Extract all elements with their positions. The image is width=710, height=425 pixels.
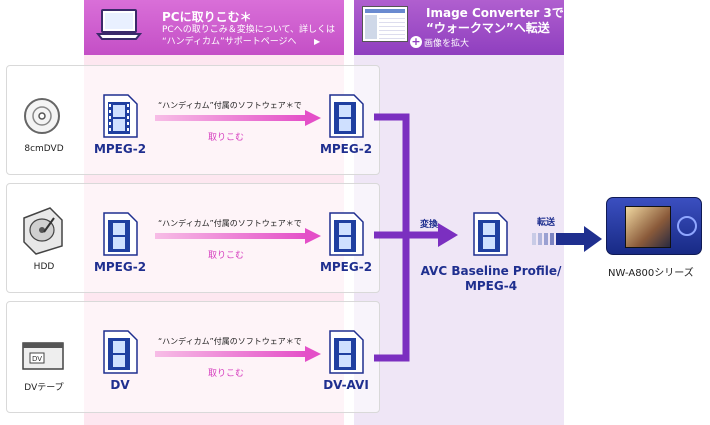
device-label-8cmdvd: 8cmDVD [24,144,64,154]
src-format-row1: MPEG-2 [93,142,147,156]
zoom-image-link[interactable]: 画像を拡大 [424,39,470,49]
software-label-row3: “ハンディカム”付属のソフトウェア＊で [158,337,302,346]
support-page-link[interactable]: “ハンディカム”サポートページへ [162,37,297,47]
link-arrow-icon: ▶ [314,37,321,46]
dv-tape-icon: DV [22,342,64,370]
import-arrow-row3 [155,346,321,362]
video-file-icon [329,94,364,138]
video-file-icon [103,94,138,138]
svg-text:DV: DV [32,355,42,363]
zoom-plus-icon[interactable]: + [410,35,422,48]
convert-label: 変換 [420,220,439,230]
walkman-player-image [606,197,702,255]
import-arrow-row2 [155,228,321,244]
import-label-row2: 取りこむ [208,251,245,261]
dst-format-row3: DV-AVI [323,378,369,392]
ic-banner-title: Image Converter 3で [426,6,564,20]
dst-format-row2: MPEG-2 [319,260,373,274]
dst-format-row1: MPEG-2 [319,142,373,156]
pc-import-banner[interactable]: PCに取りこむ＊ PCへの取りこみ＆変換について、詳しくは “ハンディカム”サポ… [84,0,344,55]
output-format-line2: MPEG-4 [464,279,518,293]
hard-drive-icon [23,207,63,255]
convert-merge-arrow [374,113,458,362]
device-label-hdd: HDD [33,262,55,272]
src-format-row3: DV [110,378,130,392]
video-file-icon [329,330,364,374]
output-video-file-icon [473,212,508,256]
import-label-row1: 取りこむ [208,133,245,143]
disc-icon [24,98,60,134]
laptop-icon [96,9,142,40]
video-file-icon [103,212,138,256]
src-format-row2: MPEG-2 [93,260,147,274]
software-screenshot-thumbnail[interactable] [362,6,408,42]
image-converter-banner: Image Converter 3で “ウォークマン”へ転送 + 画像を拡大 [354,0,564,55]
software-label-row1: “ハンディカム”付属のソフトウェア＊で [158,101,302,110]
output-format-line1: AVC Baseline Profile/ [420,264,562,278]
device-label-dvtape: DVテープ [24,383,64,393]
video-file-icon [103,330,138,374]
transfer-arrow [532,226,602,252]
pc-banner-title: PCに取りこむ＊ [162,10,252,24]
software-label-row2: “ハンディカム”付属のソフトウェア＊で [158,219,302,228]
player-model-label: NW-A800シリーズ [608,268,694,279]
video-file-icon [329,212,364,256]
import-arrow-row1 [155,110,321,126]
ic-banner-title2: “ウォークマン”へ転送 [426,21,550,35]
transfer-label: 転送 [537,218,556,228]
import-label-row3: 取りこむ [208,369,245,379]
pc-banner-sub1: PCへの取りこみ＆変換について、詳しくは [162,25,335,35]
